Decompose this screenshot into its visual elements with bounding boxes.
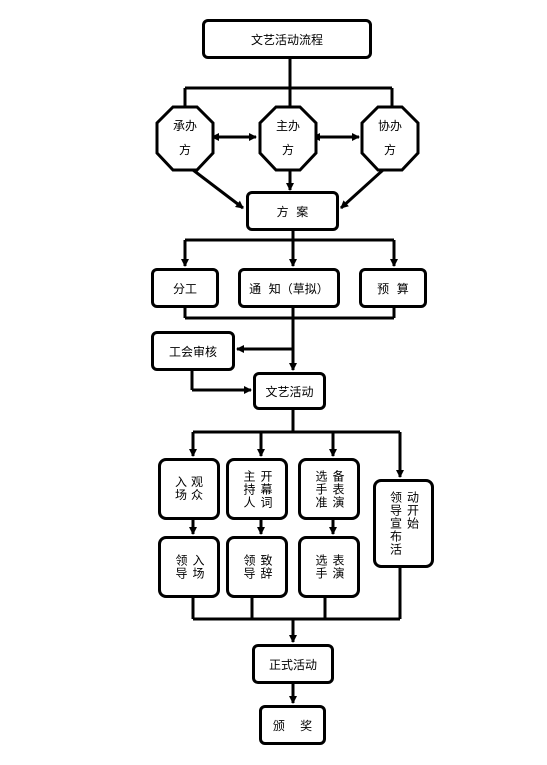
title-box: 文艺活动流程	[202, 19, 372, 59]
host-open-box: 主持人 开幕词	[226, 458, 288, 520]
performers-box: 选手 表演	[298, 536, 360, 598]
title-label: 文艺活动流程	[250, 32, 323, 47]
budget-box: 预 算	[359, 268, 427, 308]
host-open-col-1: 开幕词	[259, 469, 273, 509]
award-label: 颁 奖	[272, 718, 313, 733]
budget-label: 预 算	[377, 281, 409, 296]
leader-announce-col-1: 领导宣布活	[388, 491, 403, 556]
plan-label: 方 案	[276, 204, 309, 219]
activity-label: 文艺活动	[265, 384, 314, 399]
award-box: 颁 奖	[259, 705, 326, 745]
performers-col-2: 选手	[314, 554, 328, 580]
notice-label: 通 知（草拟）	[249, 281, 329, 296]
union-review-label: 工会审核	[168, 344, 217, 359]
leader-speech-col-2: 领导	[242, 554, 256, 580]
leader-announce-box: 领导宣布活 动开始	[373, 479, 434, 568]
organizer-co-label: 协办 方	[377, 119, 402, 157]
leader-enter-box: 领导 入场	[158, 536, 220, 598]
organizer-host-label: 承办 方	[172, 119, 197, 157]
audience-enter-char-2: 场	[174, 488, 187, 502]
audience-enter-char-3: 观	[191, 475, 204, 489]
leader-speech-col-1: 致辞	[259, 554, 273, 580]
union-review-box: 工会审核	[151, 331, 235, 371]
leader-enter-col-1: 入场	[191, 554, 205, 580]
leader-speech-box: 领导 致辞	[226, 536, 288, 598]
formal-activity-box: 正式活动	[252, 644, 334, 684]
notice-box: 通 知（草拟）	[238, 268, 340, 308]
leader-enter-col-2: 领导	[174, 554, 188, 580]
division-box: 分工	[151, 268, 219, 308]
host-open-col-2: 主持人	[242, 469, 256, 509]
division-label: 分工	[172, 281, 197, 296]
organizer-main-label: 主办 方	[275, 119, 300, 157]
activity-box: 文艺活动	[253, 372, 326, 410]
prepare-performers-col-2: 选手准	[314, 469, 328, 509]
organizer-main-shape	[258, 105, 318, 172]
prepare-performers-col-1: 备表演	[331, 469, 345, 509]
audience-enter-char-4: 众	[191, 488, 204, 502]
leader-announce-col-2: 动开始	[405, 491, 420, 530]
audience-enter-box: 入 场 观 众	[158, 458, 220, 520]
prepare-performers-box: 选手准 备表演	[298, 458, 360, 520]
formal-activity-label: 正式活动	[268, 657, 317, 672]
organizer-host-shape	[155, 105, 215, 172]
organizer-co-shape	[360, 105, 420, 172]
performers-col-1: 表演	[331, 554, 345, 580]
audience-enter-char-1: 入	[174, 475, 187, 489]
plan-box: 方 案	[246, 191, 339, 231]
